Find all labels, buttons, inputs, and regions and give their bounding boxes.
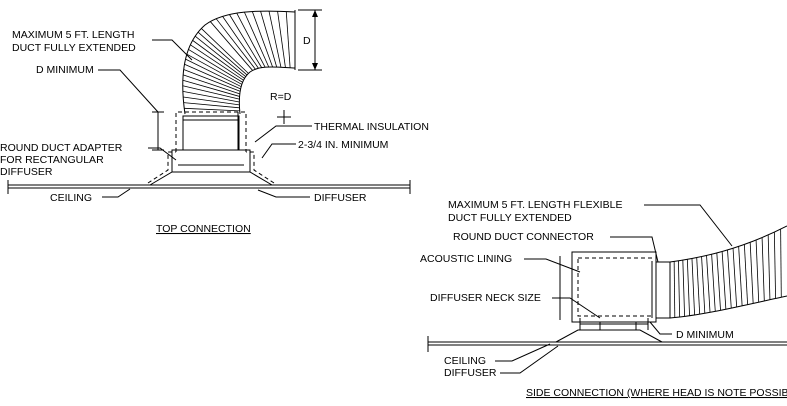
flex-duct-corrugation: [716, 252, 721, 311]
flex-duct-corrugation: [192, 40, 245, 79]
flex-duct-corrugation: [755, 240, 760, 303]
side-max-length-label-line1: MAXIMUM 5 FT. LENGTH FLEXIBLE: [448, 199, 622, 211]
top-d-minimum-label: D MINIMUM: [36, 64, 94, 76]
flex-duct-corrugation: [721, 251, 727, 310]
top-diffuser-label: DIFFUSER: [314, 192, 367, 204]
radius-center-mark: [277, 110, 291, 124]
flex-duct-corrugation: [285, 11, 291, 68]
flex-duct-corrugation: [183, 102, 240, 109]
top-d-dimension: [298, 9, 322, 71]
flex-duct-corrugation: [194, 35, 246, 77]
flex-duct-corrugation: [678, 260, 681, 318]
round-duct-connector-label: ROUND DUCT CONNECTOR: [453, 231, 594, 243]
flex-duct-corrugation: [696, 257, 701, 315]
adapter-label-line1: ROUND DUCT ADAPTER: [0, 142, 123, 154]
top-connection-title: TOP CONNECTION: [156, 223, 251, 235]
side-plenum-box: [571, 251, 657, 330]
flex-duct-corrugation: [673, 261, 676, 318]
flex-duct-corrugation: [215, 18, 256, 70]
side-leader-lines: [495, 204, 733, 374]
side-flex-duct: [669, 225, 787, 319]
top-radius-label: R=D: [270, 91, 292, 103]
side-diffuser-body: [555, 329, 663, 346]
acoustic-lining-label: ACOUSTIC LINING: [420, 253, 512, 265]
side-diffuser-label: DIFFUSER: [444, 367, 497, 379]
min-clearance-label: 2-3/4 IN. MINIMUM: [298, 139, 388, 151]
flex-duct-corrugation: [236, 12, 266, 68]
flex-duct-corrugation: [210, 21, 253, 71]
top-leader-lines: [98, 39, 312, 198]
flex-duct-corrugation: [190, 44, 244, 81]
side-round-duct-connector: [651, 261, 671, 319]
flex-duct-corrugation: [183, 74, 240, 95]
flex-duct-corrugation: [732, 248, 738, 308]
flex-duct-corrugation: [706, 255, 711, 313]
flex-duct-corrugation: [727, 249, 732, 309]
top-d-minimum-dimension: [152, 111, 239, 151]
side-d-minimum-label: D MINIMUM: [676, 329, 734, 341]
flex-duct-corrugation: [182, 85, 240, 100]
flex-duct-corrugation: [186, 53, 242, 85]
top-connection-detail: D R=D MAXIMUM 5 FT. LENGTH DUCT FULLY EX…: [0, 9, 429, 235]
flex-duct-corrugation: [749, 242, 754, 304]
flex-duct-corrugation: [682, 260, 685, 317]
top-flex-duct-elbow: [182, 10, 296, 115]
diffuser-neck-size-label: DIFFUSER NECK SIZE: [430, 292, 541, 304]
flex-duct-corrugation: [711, 254, 716, 312]
top-ceiling-label: CEILING: [50, 192, 92, 204]
flex-duct-corrugation: [738, 246, 743, 306]
side-max-length-label-line2: DUCT FULLY EXTENDED: [448, 212, 572, 224]
flex-duct-corrugation: [767, 234, 771, 300]
flex-duct-corrugation: [691, 258, 696, 315]
flex-duct-corrugation: [701, 256, 706, 314]
flex-duct-corrugation: [183, 96, 240, 106]
flex-duct-corrugation: [184, 107, 240, 112]
flex-duct-corrugation: [197, 31, 248, 76]
flex-duct-corrugation: [780, 229, 782, 298]
thermal-insulation-label: THERMAL INSULATION: [314, 121, 429, 133]
flex-duct-corrugation: [182, 79, 240, 97]
flex-duct-corrugation: [183, 69, 241, 92]
flex-duct-corrugation: [251, 11, 273, 68]
top-duct-adapter: [171, 111, 251, 173]
flex-duct-corrugation: [182, 90, 240, 103]
flex-duct-corrugation: [184, 63, 241, 90]
flex-duct-corrugation: [188, 49, 243, 83]
flex-duct-corrugation: [185, 58, 242, 87]
side-connection-title: SIDE CONNECTION (WHERE HEAD IS NOTE POSS…: [526, 387, 787, 399]
side-neck-size-dimension: [579, 318, 649, 330]
flex-duct-corrugation: [761, 237, 765, 301]
flex-duct-corrugation: [244, 11, 270, 68]
side-ceiling-label: CEILING: [444, 355, 486, 367]
flex-duct-corrugation: [686, 259, 690, 316]
top-diffuser-body: [147, 151, 275, 189]
adapter-label-line2: FOR RECTANGULAR: [0, 154, 104, 166]
adapter-label-line3: DIFFUSER: [0, 166, 53, 178]
flex-duct-corrugation: [260, 11, 278, 68]
top-dim-d-label: D: [303, 35, 311, 47]
side-connection-detail: MAXIMUM 5 FT. LENGTH FLEXIBLE DUCT FULLY…: [420, 199, 787, 399]
flex-duct-corrugation: [201, 28, 249, 74]
flex-duct-corrugation: [743, 244, 749, 305]
flex-duct-corrugation: [268, 10, 282, 68]
flex-duct-corrugation: [222, 16, 259, 69]
flex-duct-corrugation: [277, 11, 286, 68]
top-max-length-label-line2: DUCT FULLY EXTENDED: [12, 42, 136, 54]
top-max-length-label-line1: MAXIMUM 5 FT. LENGTH: [12, 29, 135, 41]
flex-duct-corrugation: [229, 14, 263, 68]
flex-duct-corrugation: [773, 232, 776, 299]
